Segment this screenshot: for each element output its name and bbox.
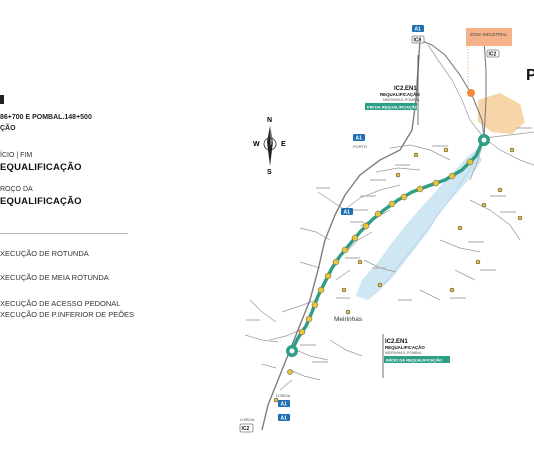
zone-marker-dot <box>467 89 475 97</box>
compass-icon: N S W E <box>253 117 286 176</box>
legend-panel: 86+700 E POMBAL.148+500 ÇÃO ÍCIO | FIM E… <box>0 0 220 462</box>
svg-text:MEIRINHAS–POMBAL: MEIRINHAS–POMBAL <box>385 351 422 355</box>
svg-text:A1: A1 <box>415 27 422 33</box>
badge-a1-top: A1 <box>412 25 424 33</box>
svg-text:A1: A1 <box>281 402 288 408</box>
legend-item-roundabout: XECUÇÃO DE ROTUNDA <box>0 249 89 258</box>
svg-text:MEIRINHAS–POMBAL: MEIRINHAS–POMBAL <box>383 98 420 102</box>
water-bank <box>383 159 477 285</box>
svg-text:IC2: IC2 <box>242 426 250 432</box>
legend-item-pedestrian-access: XECUÇÃO DE ACESSO PEDONAL <box>0 299 121 308</box>
place-labels-placeholder <box>246 127 532 363</box>
town-meirinhas: Meirinhas <box>334 316 363 323</box>
badge-ic2-top: IC2 <box>486 49 500 58</box>
badge-a1-bottom2: A1 <box>278 414 290 422</box>
svg-text:PORTO: PORTO <box>353 144 367 149</box>
svg-text:A1: A1 <box>356 136 363 142</box>
callout-start-of-requalification: IC2.EN1 REQUALIFICAÇÃO MEIRINHAS–POMBAL … <box>382 334 450 378</box>
legend-item-half-roundabout: XECUÇÃO DE MEIA ROTUNDA <box>0 273 109 282</box>
legend-section-title: EQUALIFICAÇÃO <box>0 196 82 207</box>
zone-industrial-label: ZONA INDUSTRIAL <box>470 32 508 37</box>
svg-text:S: S <box>267 169 272 176</box>
roundabout-markers <box>298 158 474 336</box>
legend-item-underpass: XECUÇÃO DE P.INFERIOR DE PEÕES <box>0 310 135 319</box>
legend-start-end-label: ÍCIO | FIM <box>0 152 33 159</box>
badge-ic2-bottom: IC2 LISBOA <box>239 417 255 433</box>
svg-text:IC2.EN1: IC2.EN1 <box>394 86 417 92</box>
badge-a1-mid: A1 <box>341 208 353 216</box>
legend-route-ref: 86+700 E POMBAL.148+500 <box>0 114 92 121</box>
svg-text:E: E <box>281 141 286 148</box>
minor-roads <box>244 44 534 391</box>
svg-text:LISBOA: LISBOA <box>240 417 255 422</box>
svg-text:W: W <box>253 141 260 148</box>
svg-text:REQUALIFICAÇÃO: REQUALIFICAÇÃO <box>380 92 420 97</box>
svg-text:LISBOA: LISBOA <box>276 393 291 398</box>
svg-text:N: N <box>267 117 272 124</box>
legend-route-ref-sub: ÇÃO <box>0 125 16 132</box>
svg-text:INÍCIO DA REQUALIFICAÇÃO: INÍCIO DA REQUALIFICAÇÃO <box>386 357 442 362</box>
callout-end-of-requalification: IC2.EN1 REQUALIFICAÇÃO MEIRINHAS–POMBAL … <box>365 55 420 125</box>
legend-marker <box>0 95 4 104</box>
legend-section-label: ROÇO DA <box>0 186 33 193</box>
badge-a1-porto: A1 PORTO <box>353 134 367 149</box>
highway-a1 <box>261 39 421 431</box>
end-marker <box>478 134 490 146</box>
svg-text:IC2.EN1: IC2.EN1 <box>385 339 408 345</box>
start-marker <box>286 345 298 357</box>
urban-area <box>478 93 525 134</box>
poi-markers <box>273 147 523 403</box>
svg-text:IC8: IC8 <box>414 38 422 44</box>
requalification-route <box>290 136 486 352</box>
badge-a1-bottom: A1 LISBOA <box>276 393 291 408</box>
svg-text:A1: A1 <box>281 416 288 422</box>
svg-text:FIM DA REQUALIFICAÇÃO: FIM DA REQUALIFICAÇÃO <box>367 104 418 109</box>
highway-ic8 <box>419 39 485 139</box>
svg-text:IC2: IC2 <box>489 52 497 58</box>
city-label: P <box>526 67 534 84</box>
zone-industrial-box <box>466 28 512 46</box>
legend-start-end-title: EQUALIFICAÇÃO <box>0 162 82 173</box>
water-body <box>356 150 482 300</box>
legend-divider <box>0 233 128 234</box>
badge-ic8: IC8 <box>411 35 425 44</box>
svg-text:A1: A1 <box>344 210 351 216</box>
svg-text:REQUALIFICAÇÃO: REQUALIFICAÇÃO <box>385 345 425 350</box>
highway-ic2 <box>483 39 487 139</box>
